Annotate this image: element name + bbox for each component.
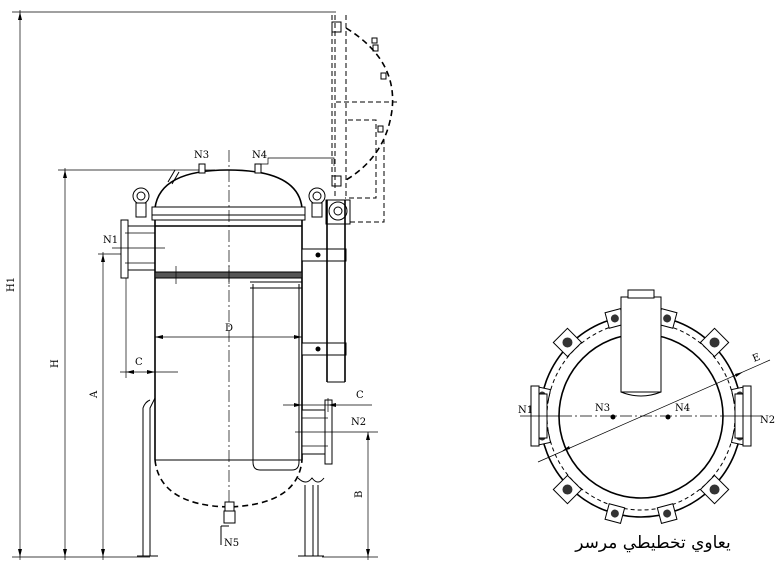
- dimension-h1: [12, 10, 336, 560]
- basket-plate: [154, 266, 303, 284]
- label-n2-top: N2: [760, 415, 775, 426]
- support-legs: [137, 397, 325, 557]
- dimension-c-right: [283, 398, 372, 412]
- nozzle-n2: [295, 399, 378, 465]
- label-n4-side: N4: [252, 150, 267, 161]
- label-h1: H1: [6, 277, 17, 292]
- label-n3-side: N3: [194, 150, 209, 161]
- dimension-c-left: [120, 276, 178, 380]
- label-n1-top: N1: [518, 405, 533, 416]
- label-n4-top: N4: [675, 403, 690, 414]
- label-c-right: C: [356, 390, 364, 401]
- drawing-caption: يعاوي تخطيطي مرسر: [574, 533, 731, 553]
- vessel-shell: [151, 150, 306, 520]
- nozzle-n1: [112, 219, 165, 279]
- label-c-left: C: [135, 357, 143, 368]
- label-e: E: [751, 352, 762, 365]
- filter-basket: [250, 281, 302, 471]
- dimension-d: [155, 335, 302, 339]
- dimension-a: [98, 252, 125, 560]
- nozzle-n3: [167, 163, 206, 185]
- hinge-bracket: [301, 15, 351, 383]
- dimension-b: [322, 432, 378, 560]
- nozzle-n2-top: [722, 385, 762, 447]
- dimension-e: [537, 359, 771, 463]
- top-view: N1 N2 N3 N4 E: [518, 289, 775, 524]
- label-h: H: [50, 359, 61, 368]
- label-n2-side: N2: [351, 417, 366, 428]
- label-n5-side: N5: [224, 538, 239, 549]
- label-a: A: [89, 390, 100, 399]
- dimension-h: [58, 168, 215, 560]
- nozzle-n4: [254, 163, 262, 174]
- label-b: B: [354, 491, 365, 498]
- nozzle-n1-top: [520, 385, 560, 447]
- lifting-eye-right: [308, 187, 326, 218]
- hinge-arm-top: [620, 289, 662, 397]
- label-d: D: [225, 323, 233, 334]
- open-lid-dashed: [336, 27, 400, 223]
- nozzle-n5: [220, 501, 236, 545]
- lifting-eye-left: [132, 187, 150, 218]
- label-n1-side: N1: [103, 235, 118, 246]
- label-n3-top: N3: [595, 403, 610, 414]
- side-view: N3 N4 N1 D C C N2 N5 H1 H A B: [6, 10, 400, 560]
